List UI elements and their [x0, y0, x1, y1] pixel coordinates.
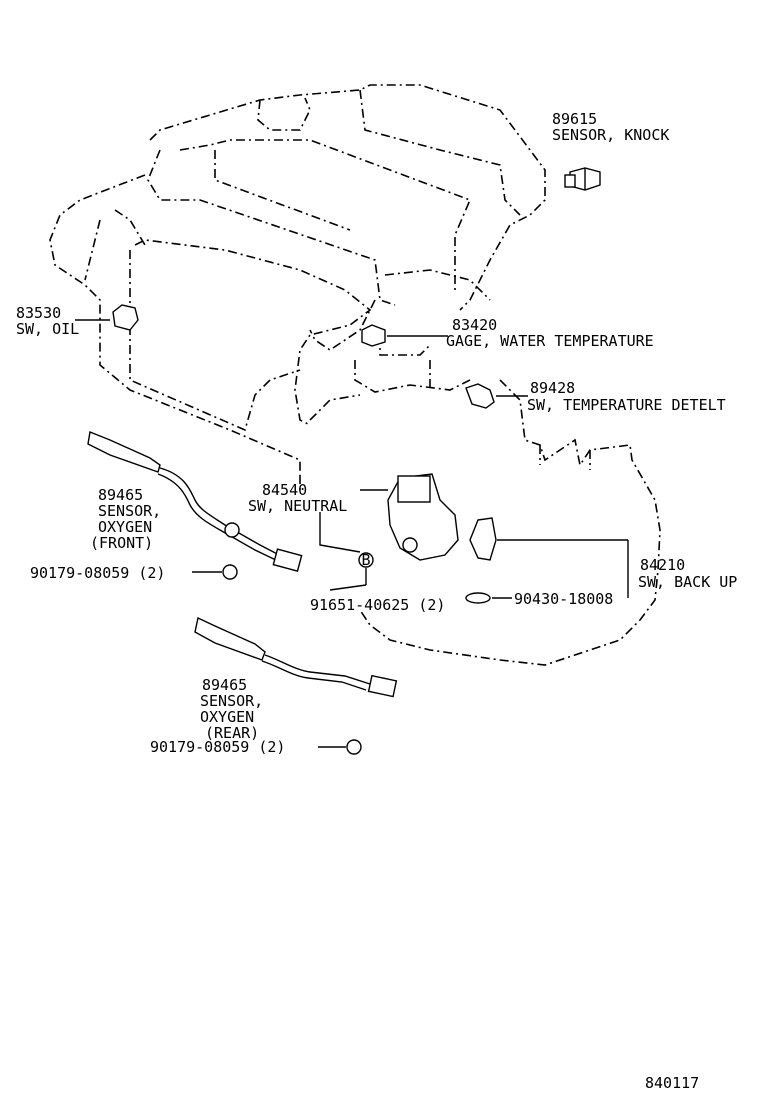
front-nut-part	[192, 564, 238, 580]
figure-id: 840117	[645, 1074, 699, 1092]
rear-nut-number: 90179-08059 (2)	[150, 738, 285, 756]
gasket-part	[465, 592, 512, 604]
neutral-switch-number: 84540	[262, 481, 307, 499]
backup-switch-part	[469, 517, 629, 598]
water-temp-gage-part	[361, 324, 448, 347]
water-temp-gage-name: GAGE, WATER TEMPERATURE	[446, 332, 654, 350]
temp-detector-switch-number: 89428	[530, 379, 575, 397]
oil-switch-part	[75, 304, 139, 331]
knock-sensor-name: SENSOR, KNOCK	[552, 126, 669, 144]
knock-sensor-number: 89615	[552, 110, 597, 128]
oxygen-sensor-front-number: 89465	[98, 486, 143, 504]
engine-outline	[49, 84, 661, 666]
oxygen-sensor-front-name-2: OXYGEN	[98, 518, 152, 536]
neutral-switch-name: SW, NEUTRAL	[248, 497, 347, 515]
temp-detector-switch-part	[465, 383, 528, 409]
oil-switch-name: SW, OIL	[16, 320, 79, 338]
rear-nut-part	[318, 739, 362, 755]
oxygen-sensor-front-part	[87, 431, 303, 572]
gasket-number: 90430-18008	[514, 590, 613, 608]
temp-detector-switch-name: SW, TEMPERATURE DETELT	[527, 396, 726, 414]
oxygen-sensor-rear-part	[194, 616, 398, 698]
oxygen-sensor-rear-name-3: (REAR)	[205, 724, 259, 742]
front-nut-number: 90179-08059 (2)	[30, 564, 165, 582]
knock-sensor-part	[564, 167, 601, 191]
backup-switch-name: SW, BACK UP	[638, 573, 737, 591]
backup-switch-number: 84210	[640, 556, 685, 574]
oxygen-sensor-front-name-3: (FRONT)	[90, 534, 153, 552]
bolt-marker-letter: B	[361, 551, 370, 569]
oxygen-sensor-rear-name-2: OXYGEN	[200, 708, 254, 726]
oxygen-sensor-front-name-1: SENSOR,	[98, 502, 161, 520]
water-temp-gage-number: 83420	[452, 316, 497, 334]
oxygen-sensor-rear-name-1: SENSOR,	[200, 692, 263, 710]
oil-switch-number: 83530	[16, 304, 61, 322]
neutral-bolt-number: 91651-40625 (2)	[310, 596, 445, 614]
oxygen-sensor-rear-number: 89465	[202, 676, 247, 694]
neutral-switch-part	[319, 473, 459, 561]
neutral-bolt-marker: B	[329, 551, 374, 591]
